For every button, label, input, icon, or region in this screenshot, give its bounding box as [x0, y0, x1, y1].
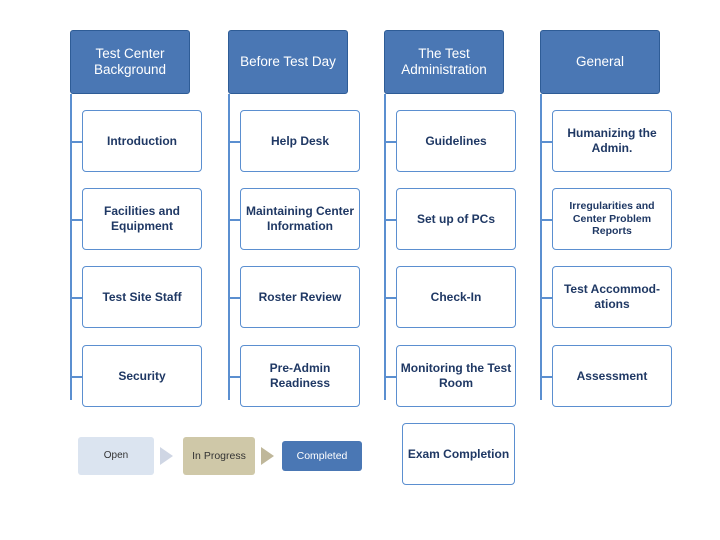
connector-spine-1	[70, 94, 72, 400]
legend-arrow-open-to-progress	[160, 447, 173, 465]
node-roster-review[interactable]: Roster Review	[240, 266, 360, 328]
node-assessment[interactable]: Assessment	[552, 345, 672, 407]
connector-branch-1-3	[70, 297, 82, 299]
node-facilities-and-equipment[interactable]: Facilities and Equipment	[82, 188, 202, 250]
legend-arrow-progress-to-completed	[261, 447, 274, 465]
node-humanizing-the-admin[interactable]: Humanizing the Admin.	[552, 110, 672, 172]
legend-completed-status: Completed	[282, 441, 362, 471]
node-test-accommodations[interactable]: Test Accommod-ations	[552, 266, 672, 328]
connector-spine-3	[384, 94, 386, 400]
column-before-test-day: Before Test Day Help Desk Maintaining Ce…	[228, 0, 388, 540]
connector-branch-1-4	[70, 376, 82, 378]
node-help-desk[interactable]: Help Desk	[240, 110, 360, 172]
legend-in-progress-status: In Progress	[183, 437, 255, 475]
column-header-test-center-background: Test Center Background	[70, 30, 190, 94]
node-test-site-staff[interactable]: Test Site Staff	[82, 266, 202, 328]
node-pre-admin-readiness[interactable]: Pre-Admin Readiness	[240, 345, 360, 407]
column-header-the-test-administration: The Test Administration	[384, 30, 504, 94]
connector-branch-4-1	[540, 141, 552, 143]
node-exam-completion[interactable]: Exam Completion	[402, 423, 515, 485]
column-header-general: General	[540, 30, 660, 94]
node-irregularities-and-center-problem-reports[interactable]: Irregularities and Center Problem Report…	[552, 188, 672, 250]
node-guidelines[interactable]: Guidelines	[396, 110, 516, 172]
connector-branch-3-3	[384, 297, 396, 299]
column-header-before-test-day: Before Test Day	[228, 30, 348, 94]
connector-branch-4-4	[540, 376, 552, 378]
node-set-up-of-pcs[interactable]: Set up of PCs	[396, 188, 516, 250]
connector-branch-4-2	[540, 219, 552, 221]
node-security[interactable]: Security	[82, 345, 202, 407]
node-introduction[interactable]: Introduction	[82, 110, 202, 172]
connector-branch-1-1	[70, 141, 82, 143]
column-the-test-administration: The Test Administration Guidelines Set u…	[384, 0, 544, 540]
connector-branch-1-2	[70, 219, 82, 221]
connector-branch-3-1	[384, 141, 396, 143]
node-monitoring-the-test-room[interactable]: Monitoring the Test Room	[396, 345, 516, 407]
column-general: General Humanizing the Admin. Irregulari…	[540, 0, 700, 540]
connector-branch-2-4	[228, 376, 240, 378]
connector-branch-3-2	[384, 219, 396, 221]
connector-branch-4-3	[540, 297, 552, 299]
node-maintaining-center-information[interactable]: Maintaining Center Information	[240, 188, 360, 250]
connector-spine-2	[228, 94, 230, 400]
connector-branch-3-4	[384, 376, 396, 378]
connector-branch-2-2	[228, 219, 240, 221]
connector-branch-2-3	[228, 297, 240, 299]
connector-branch-2-1	[228, 141, 240, 143]
connector-spine-4	[540, 94, 542, 400]
column-test-center-background: Test Center Background Introduction Faci…	[70, 0, 230, 540]
legend-open-status: Open	[78, 437, 154, 475]
node-check-in[interactable]: Check-In	[396, 266, 516, 328]
